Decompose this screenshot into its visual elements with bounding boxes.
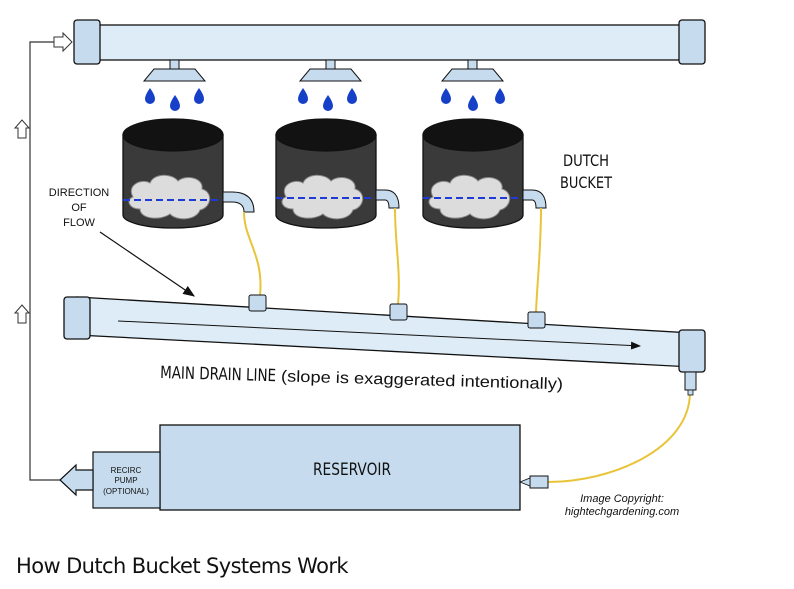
drain-elbow	[222, 191, 255, 213]
recirc-pump-label: RECIRC PUMP (OPTIONAL)	[103, 466, 149, 496]
dutch-bucket-label: DUTCH BUCKET	[560, 151, 612, 192]
svg-text:RECIRC: RECIRC	[111, 466, 142, 475]
dutch-bucket-diagram: DIRECTION OF FLOW DUTCH BUCKET MAIN DRAI…	[13, 19, 706, 518]
drain-inlet-3	[527, 311, 546, 329]
drain-elbow	[375, 189, 400, 209]
reservoir-tank	[159, 424, 521, 511]
svg-text:PUMP: PUMP	[114, 476, 137, 485]
svg-text:BUCKET: BUCKET	[560, 173, 612, 192]
up-arrow-icon	[13, 119, 31, 139]
emitter-3	[440, 59, 505, 82]
svg-text:DIRECTION: DIRECTION	[49, 187, 110, 199]
up-arrow-icon	[13, 304, 31, 324]
drain-inlet-2	[389, 303, 408, 321]
svg-text:(slope is exaggerated intentio: (slope is exaggerated intentionally)	[281, 368, 563, 393]
pipe-end-cap	[678, 19, 706, 65]
direction-of-flow-label: DIRECTION OF FLOW	[49, 187, 110, 229]
pump-outlet-arrow	[59, 463, 94, 497]
drain-inlet-1	[248, 294, 267, 312]
svg-text:DUTCH: DUTCH	[563, 151, 609, 170]
copyright-label: Image Copyright: hightechgardening.com	[565, 493, 679, 518]
bucket-2	[275, 118, 400, 229]
outlet-fitting	[684, 371, 697, 391]
pipe-end-cap	[73, 19, 101, 65]
water-drops	[145, 88, 505, 111]
main-drain-line-label: MAIN DRAIN LINE (slope is exaggerated in…	[160, 363, 563, 393]
emitter-2	[298, 59, 363, 82]
svg-text:MAIN DRAIN LINE: MAIN DRAIN LINE	[160, 363, 277, 386]
svg-text:Image Copyright:: Image Copyright:	[580, 493, 664, 505]
emitter-1	[142, 59, 207, 82]
supply-pipe	[73, 19, 706, 65]
bucket-3	[422, 118, 547, 229]
page-title: How Dutch Bucket Systems Work	[16, 554, 349, 578]
emitters	[142, 59, 505, 111]
pipe-end-cap	[63, 296, 91, 340]
svg-text:OF: OF	[71, 202, 87, 214]
svg-text:FLOW: FLOW	[63, 217, 95, 229]
main-drain-line	[63, 294, 706, 396]
reservoir-inlet-fitting	[529, 475, 549, 489]
svg-text:(OPTIONAL): (OPTIONAL)	[103, 487, 149, 496]
drain-elbow	[522, 189, 547, 209]
bucket-1	[122, 118, 255, 229]
svg-text:hightechgardening.com: hightechgardening.com	[565, 506, 679, 518]
reservoir-label: RESERVOIR	[313, 460, 391, 480]
pipe-end-cap	[678, 329, 706, 373]
return-line	[13, 31, 73, 481]
recirc-pump	[92, 451, 161, 509]
drain-tubes	[243, 207, 691, 483]
direction-pointer-arrow	[99, 231, 195, 297]
reservoir-group	[59, 424, 549, 511]
